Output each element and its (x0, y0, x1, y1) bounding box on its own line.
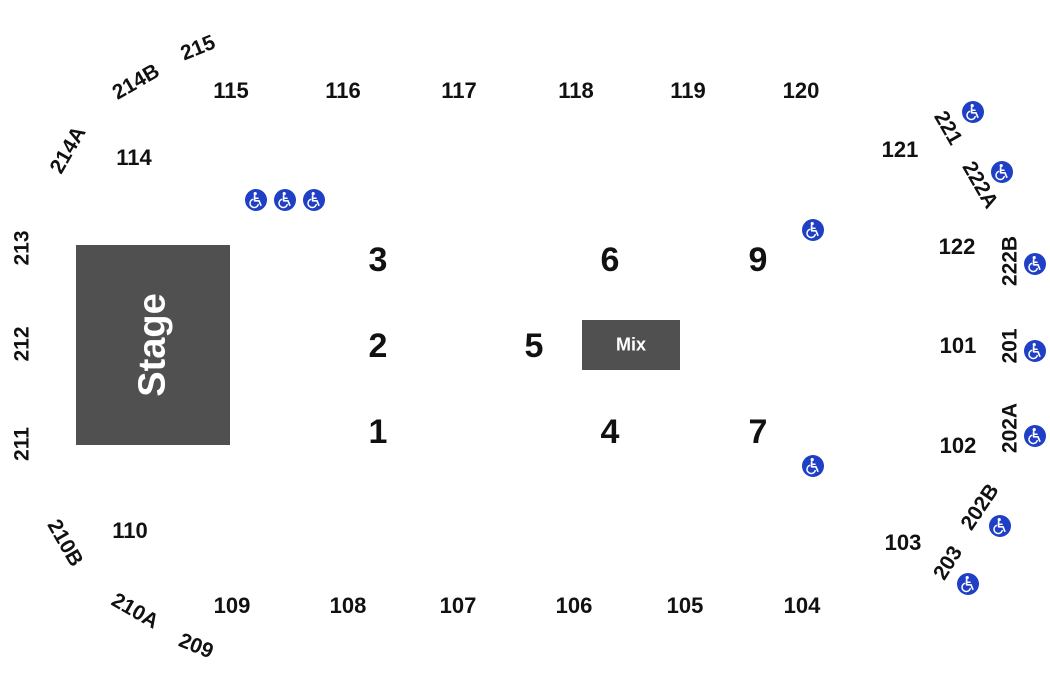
section-211[interactable]: 211 (10, 427, 34, 461)
section-118[interactable]: 118 (558, 78, 594, 103)
section-101[interactable]: 101 (939, 333, 977, 358)
section-4[interactable]: 4 (600, 413, 620, 451)
wheelchair-icon (802, 455, 824, 477)
wheelchair-icon (989, 515, 1011, 537)
section-122[interactable]: 122 (938, 234, 976, 259)
section-115[interactable]: 115 (213, 78, 249, 103)
wheelchair-icon (1024, 253, 1046, 275)
section-104[interactable]: 104 (783, 593, 821, 618)
mix-label: Mix (615, 334, 647, 355)
section-215[interactable]: 215 (177, 30, 219, 66)
section-3[interactable]: 3 (368, 241, 388, 279)
wheelchair-icon (957, 573, 979, 595)
section-210a[interactable]: 210A (107, 588, 163, 634)
section-114[interactable]: 114 (116, 145, 152, 170)
section-214a[interactable]: 214A (45, 122, 91, 178)
section-105[interactable]: 105 (666, 593, 704, 618)
section-5[interactable]: 5 (524, 327, 544, 365)
wheelchair-icon (802, 219, 824, 241)
section-201[interactable]: 201 (998, 328, 1022, 364)
section-102[interactable]: 102 (939, 433, 977, 458)
section-109[interactable]: 109 (213, 593, 251, 618)
stage-label: Stage (131, 293, 174, 397)
section-107[interactable]: 107 (439, 593, 477, 618)
section-202a[interactable]: 202A (998, 402, 1022, 454)
section-110[interactable]: 110 (112, 518, 148, 543)
section-1[interactable]: 1 (368, 413, 388, 451)
section-6[interactable]: 6 (600, 241, 620, 279)
section-209[interactable]: 209 (175, 628, 217, 664)
stage: Stage (76, 245, 230, 445)
section-7[interactable]: 7 (748, 413, 768, 451)
wheelchair-icon (962, 101, 984, 123)
mix-position: Mix (582, 320, 680, 370)
wheelchair-icon (303, 189, 325, 211)
section-116[interactable]: 116 (325, 78, 361, 103)
section-117[interactable]: 117 (441, 78, 477, 103)
section-222b[interactable]: 222B (998, 235, 1022, 287)
wheelchair-icon (1024, 425, 1046, 447)
section-108[interactable]: 108 (329, 593, 367, 618)
section-103[interactable]: 103 (884, 530, 922, 555)
section-121[interactable]: 121 (881, 137, 919, 162)
section-214b[interactable]: 214B (108, 59, 164, 105)
section-2[interactable]: 2 (368, 327, 388, 365)
section-210b[interactable]: 210B (42, 515, 88, 571)
wheelchair-icon (274, 189, 296, 211)
wheelchair-icon (991, 161, 1013, 183)
section-221[interactable]: 221 (929, 107, 967, 149)
wheelchair-icon (245, 189, 267, 211)
section-119[interactable]: 119 (670, 78, 706, 103)
wheelchair-icon (1024, 340, 1046, 362)
section-212[interactable]: 212 (10, 326, 34, 362)
section-106[interactable]: 106 (555, 593, 593, 618)
section-120[interactable]: 120 (782, 78, 820, 103)
section-213[interactable]: 213 (10, 230, 34, 266)
section-9[interactable]: 9 (748, 241, 768, 279)
